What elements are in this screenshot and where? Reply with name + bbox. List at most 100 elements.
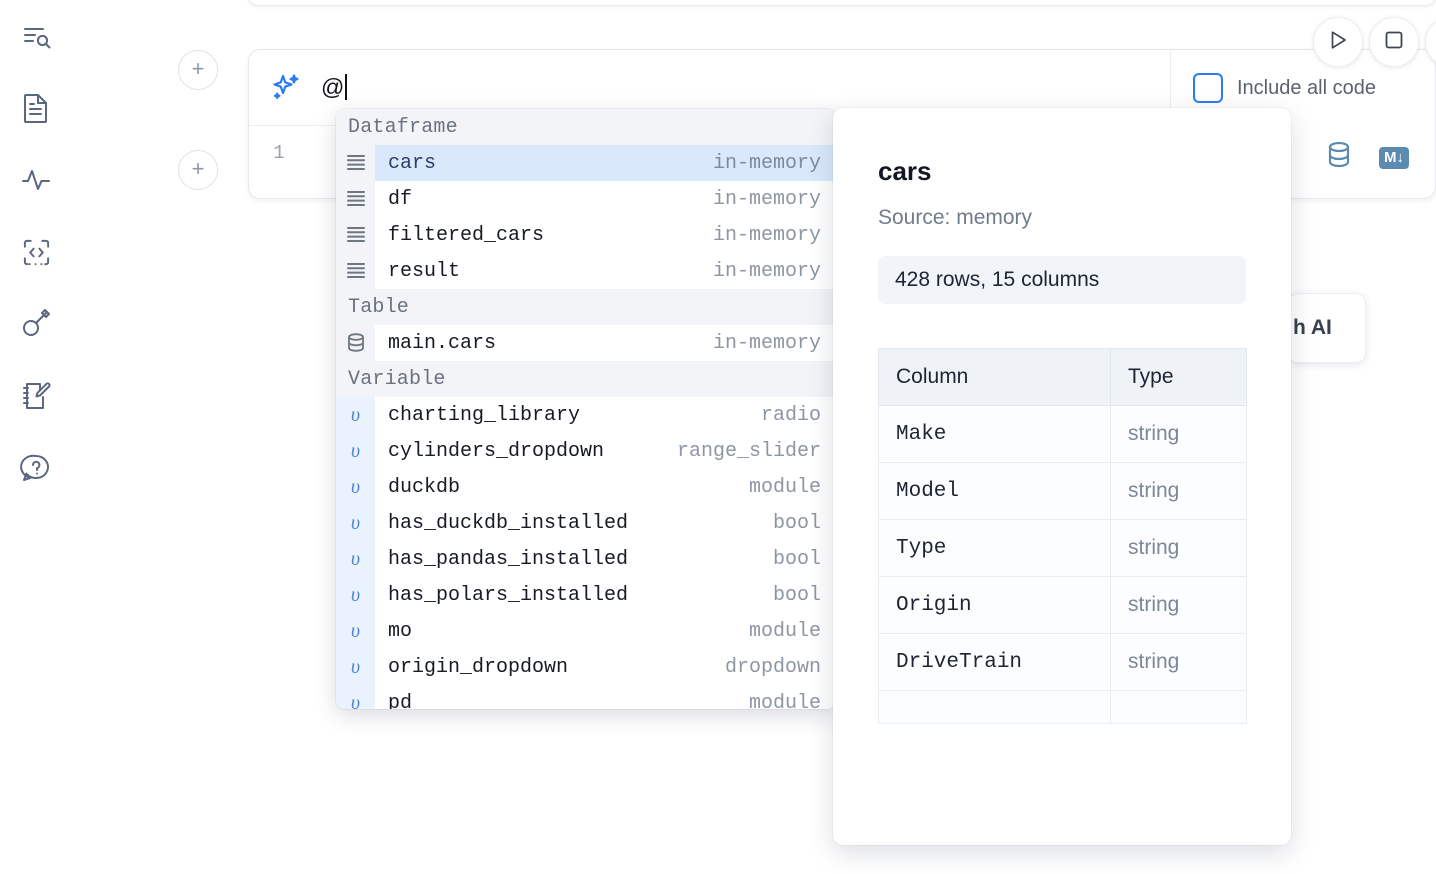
sidebar-item-outline-search[interactable] bbox=[14, 16, 58, 60]
activity-icon bbox=[20, 164, 52, 196]
autocomplete-item[interactable]: main.carsin-memory bbox=[336, 325, 835, 361]
line-number: 1 bbox=[249, 126, 309, 164]
autocomplete-item[interactable]: resultin-memory bbox=[336, 253, 835, 289]
detail-column-type: string bbox=[1111, 463, 1247, 520]
detail-table-row: DriveTrainstring bbox=[879, 634, 1247, 691]
completion-detail-panel: cars Source: memory 428 rows, 15 columns… bbox=[833, 108, 1291, 845]
detail-column-type: string bbox=[1111, 634, 1247, 691]
autocomplete-item-type: module bbox=[749, 620, 835, 643]
autocomplete-item-name: mo bbox=[375, 620, 749, 643]
autocomplete-item-type: bool bbox=[773, 512, 835, 535]
outline-search-icon bbox=[20, 22, 52, 54]
autocomplete-item[interactable]: υhas_pandas_installedbool bbox=[336, 541, 835, 577]
autocomplete-item[interactable]: υduckdbmodule bbox=[336, 469, 835, 505]
autocomplete-item[interactable]: dfin-memory bbox=[336, 181, 835, 217]
database-icon[interactable] bbox=[1325, 140, 1353, 175]
ai-prompt-value: @ bbox=[321, 74, 344, 100]
autocomplete-item[interactable]: υpdmodule bbox=[336, 685, 835, 709]
detail-table-header-cell: Type bbox=[1111, 349, 1247, 406]
variable-icon: υ bbox=[336, 649, 375, 685]
text-caret bbox=[345, 74, 347, 100]
autocomplete-item[interactable]: υorigin_dropdowndropdown bbox=[336, 649, 835, 685]
detail-table-row: Modelstring bbox=[879, 463, 1247, 520]
autocomplete-item[interactable]: υmomodule bbox=[336, 613, 835, 649]
sidebar-rail bbox=[0, 0, 72, 874]
autocomplete-item-name: has_polars_installed bbox=[375, 584, 773, 607]
detail-column-name: Make bbox=[879, 406, 1111, 463]
autocomplete-item-name: has_duckdb_installed bbox=[375, 512, 773, 535]
autocomplete-item-name: has_pandas_installed bbox=[375, 548, 773, 571]
detail-column-type bbox=[1111, 691, 1247, 724]
autocomplete-item-type: radio bbox=[761, 404, 835, 427]
autocomplete-item-name: result bbox=[375, 260, 713, 283]
stop-square-icon bbox=[1384, 30, 1404, 55]
autocomplete-item[interactable]: filtered_carsin-memory bbox=[336, 217, 835, 253]
autocomplete-list: Dataframecarsin-memorydfin-memoryfiltere… bbox=[336, 109, 835, 709]
detail-column-name: Origin bbox=[879, 577, 1111, 634]
include-all-code-checkbox[interactable] bbox=[1193, 73, 1223, 103]
help-chat-icon bbox=[20, 452, 52, 484]
detail-table-row: Makestring bbox=[879, 406, 1247, 463]
autocomplete-item-type: in-memory bbox=[713, 152, 835, 175]
detail-column-name: DriveTrain bbox=[879, 634, 1111, 691]
detail-table-body: MakestringModelstringTypestringOriginstr… bbox=[879, 406, 1247, 724]
autocomplete-item-type: in-memory bbox=[713, 332, 835, 355]
sidebar-item-help[interactable] bbox=[14, 446, 58, 490]
variable-icon: υ bbox=[336, 541, 375, 577]
ai-prompt-input[interactable]: @ bbox=[321, 74, 347, 101]
autocomplete-dropdown[interactable]: Dataframecarsin-memorydfin-memoryfiltere… bbox=[336, 109, 835, 709]
autocomplete-item[interactable]: υcharting_libraryradio bbox=[336, 397, 835, 433]
detail-column-type: string bbox=[1111, 406, 1247, 463]
detail-shape-badge: 428 rows, 15 columns bbox=[878, 256, 1246, 304]
play-icon bbox=[1327, 29, 1349, 56]
sidebar-item-scratchpad[interactable] bbox=[14, 374, 58, 418]
previous-cell bbox=[248, 0, 1436, 6]
detail-table-header-row: ColumnType bbox=[879, 349, 1247, 406]
add-cell-label-bottom: + bbox=[192, 158, 205, 180]
autocomplete-group-header: Variable bbox=[336, 361, 835, 397]
autocomplete-item-type: module bbox=[749, 476, 835, 499]
variable-icon: υ bbox=[336, 577, 375, 613]
autocomplete-group-header: Dataframe bbox=[336, 109, 835, 145]
autocomplete-item[interactable]: υcylinders_dropdownrange_slider bbox=[336, 433, 835, 469]
detail-table-header-cell: Column bbox=[879, 349, 1111, 406]
autocomplete-item-type: in-memory bbox=[713, 224, 835, 247]
sidebar-item-activity[interactable] bbox=[14, 158, 58, 202]
detail-table-row bbox=[879, 691, 1247, 724]
autocomplete-item-name: duckdb bbox=[375, 476, 749, 499]
with-ai-pill[interactable]: h AI bbox=[1288, 293, 1366, 363]
code-brackets-icon bbox=[21, 237, 52, 268]
markdown-badge[interactable]: M↓ bbox=[1379, 147, 1409, 169]
add-cell-button-bottom[interactable]: + bbox=[178, 150, 218, 190]
dataframe-icon bbox=[336, 145, 375, 181]
add-cell-button-top[interactable]: + bbox=[178, 50, 218, 90]
sidebar-item-secrets[interactable] bbox=[14, 302, 58, 346]
autocomplete-item-name: cars bbox=[375, 152, 713, 175]
autocomplete-item-name: filtered_cars bbox=[375, 224, 713, 247]
sparkle-ai-icon bbox=[269, 71, 303, 105]
autocomplete-item-name: df bbox=[375, 188, 713, 211]
detail-column-type: string bbox=[1111, 577, 1247, 634]
autocomplete-item[interactable]: υhas_duckdb_installedbool bbox=[336, 505, 835, 541]
add-cell-label-top: + bbox=[192, 58, 205, 80]
variable-icon: υ bbox=[336, 505, 375, 541]
autocomplete-item[interactable]: carsin-memory bbox=[336, 145, 835, 181]
dataframe-icon bbox=[336, 181, 375, 217]
autocomplete-item-type: bool bbox=[773, 584, 835, 607]
cell-type-icons: M↓ bbox=[1325, 140, 1409, 175]
autocomplete-item-name: origin_dropdown bbox=[375, 656, 725, 679]
autocomplete-item-type: bool bbox=[773, 548, 835, 571]
run-cell-button[interactable] bbox=[1313, 17, 1363, 67]
file-icon bbox=[21, 92, 51, 124]
autocomplete-item-name: cylinders_dropdown bbox=[375, 440, 677, 463]
detail-schema-table: ColumnType MakestringModelstringTypestri… bbox=[878, 348, 1247, 724]
autocomplete-item[interactable]: υhas_polars_installedbool bbox=[336, 577, 835, 613]
stop-cell-button[interactable] bbox=[1369, 17, 1419, 67]
sidebar-item-files[interactable] bbox=[14, 86, 58, 130]
key-icon bbox=[20, 308, 52, 340]
sidebar-item-snippets[interactable] bbox=[14, 230, 58, 274]
variable-icon: υ bbox=[336, 397, 375, 433]
autocomplete-group-header: Table bbox=[336, 289, 835, 325]
detail-column-type: string bbox=[1111, 520, 1247, 577]
